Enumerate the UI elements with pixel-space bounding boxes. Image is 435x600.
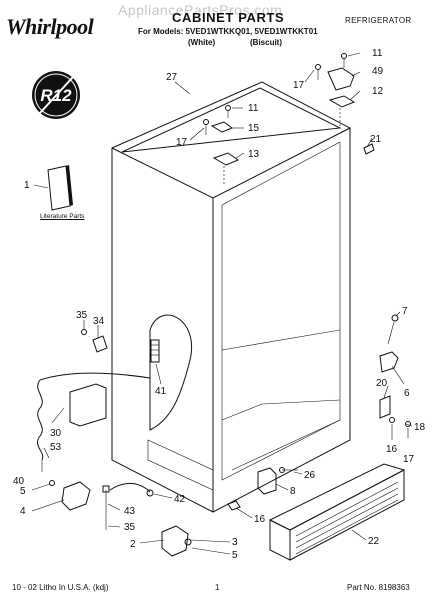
toe-grille-22 bbox=[268, 463, 406, 561]
callout-7: 7 bbox=[402, 306, 408, 317]
callout-11-right: 11 bbox=[372, 48, 383, 59]
r12-badge: R12 bbox=[32, 71, 80, 119]
callout-6: 6 bbox=[404, 388, 410, 399]
footer-part-number: Part No. 8198363 bbox=[347, 583, 410, 592]
callout-17-right: 17 bbox=[403, 454, 415, 465]
leader-lines bbox=[31, 52, 413, 555]
callout-13: 13 bbox=[248, 149, 260, 160]
models-line: For Models: 5VED1WTKKQ01, 5VED1WTKKT01 bbox=[138, 27, 318, 36]
callout-18: 18 bbox=[414, 422, 426, 433]
callout-43: 43 bbox=[124, 506, 136, 517]
right-hinge-pin-6 bbox=[379, 314, 399, 373]
callout-30: 30 bbox=[50, 428, 62, 439]
category-label: REFRIGERATOR bbox=[345, 16, 412, 25]
screw-26 bbox=[279, 467, 298, 473]
callout-42: 42 bbox=[174, 494, 186, 505]
top-hinge-right bbox=[315, 53, 356, 126]
callout-21: 21 bbox=[370, 134, 382, 145]
drain-screw-41 bbox=[150, 339, 160, 363]
callout-26: 26 bbox=[304, 470, 316, 481]
top-hinge-center bbox=[203, 105, 240, 184]
callout-35-lower: 35 bbox=[124, 522, 136, 533]
top-clip-21 bbox=[363, 143, 375, 155]
brand-logo: Whirlpool bbox=[6, 14, 94, 39]
callout-numbers: 27 11 49 12 17 11 15 17 13 21 1 7 35 34 … bbox=[13, 48, 426, 561]
screw-43 bbox=[102, 485, 110, 530]
callout-3: 3 bbox=[232, 537, 238, 548]
footer-litho: 10 - 02 Litho In U.S.A. (kdj) bbox=[12, 583, 109, 592]
callout-15: 15 bbox=[248, 123, 260, 134]
callout-40: 40 bbox=[13, 476, 25, 487]
callout-17-top: 17 bbox=[293, 80, 305, 91]
callout-8: 8 bbox=[290, 486, 296, 497]
tube-42 bbox=[109, 483, 154, 497]
screw-16-lower bbox=[227, 500, 241, 511]
callout-5-left: 5 bbox=[20, 486, 26, 497]
watermark: AppliancePartsPros.com bbox=[118, 2, 283, 18]
callout-5-lower: 5 bbox=[232, 550, 238, 561]
callout-12: 12 bbox=[372, 86, 384, 97]
callout-35-upper: 35 bbox=[76, 310, 88, 321]
callout-27: 27 bbox=[166, 72, 178, 83]
leveling-leg-4 bbox=[49, 480, 91, 511]
callout-22: 22 bbox=[368, 536, 380, 547]
callout-16-lower: 16 bbox=[254, 514, 266, 525]
roller-2 bbox=[161, 525, 192, 557]
left-clip-34 bbox=[81, 329, 108, 353]
callout-49: 49 bbox=[372, 66, 384, 77]
callout-11-center: 11 bbox=[248, 103, 259, 114]
color-white: (White) bbox=[188, 38, 216, 47]
callout-16-right: 16 bbox=[386, 444, 398, 455]
callout-17-center: 17 bbox=[176, 137, 188, 148]
callout-1: 1 bbox=[24, 180, 30, 191]
color-biscuit: (Biscuit) bbox=[250, 38, 282, 47]
cabinet-shell bbox=[111, 81, 351, 513]
callout-2: 2 bbox=[130, 539, 136, 550]
wiring-harness bbox=[37, 372, 151, 472]
callout-53: 53 bbox=[50, 442, 62, 453]
callout-34: 34 bbox=[93, 316, 105, 327]
literature-parts-label: Literature Parts bbox=[40, 213, 85, 220]
callout-41: 41 bbox=[155, 386, 167, 397]
callout-4: 4 bbox=[20, 506, 26, 517]
callout-20: 20 bbox=[376, 378, 388, 389]
hinge-bracket-8 bbox=[257, 467, 277, 495]
literature-booklet bbox=[47, 165, 73, 211]
footer-page-number: 1 bbox=[215, 583, 220, 592]
page-title: CABINET PARTS bbox=[172, 10, 285, 25]
right-bracket-20-18 bbox=[379, 395, 411, 427]
